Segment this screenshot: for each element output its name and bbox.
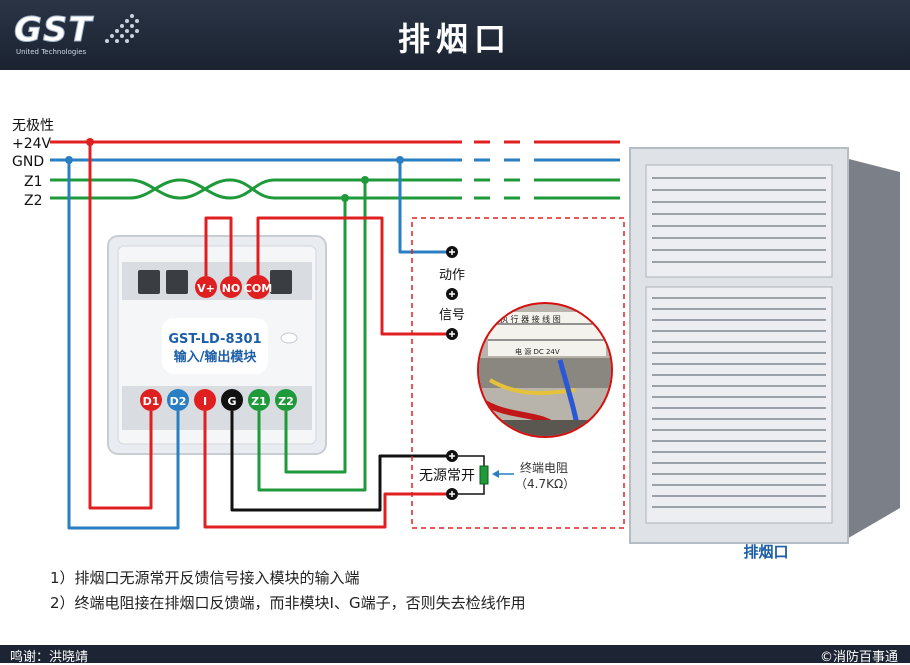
terminal-com[interactable]: COM (244, 275, 272, 299)
terminal-resistor (479, 465, 489, 485)
io-module: GST-LD-8301 输入/输出模块 (107, 235, 327, 455)
device-action-label: 动作 (439, 268, 465, 283)
page-title: 排烟口 (397, 20, 512, 58)
wire-i-feedback (203, 411, 450, 529)
footer-credit: 鸣谢：洪晓靖 (10, 650, 89, 665)
gst-logo: GST United Technologies (14, 10, 139, 58)
wiring-photo-inset: 执 行 器 接 线 图 电 源 DC 24V (477, 302, 613, 438)
label-z1: Z1 (24, 174, 43, 190)
resistor-label: 终端电阻 (520, 460, 568, 475)
footer-bar: 鸣谢：洪晓靖 ©消防百事通 (0, 645, 910, 665)
header-bar: GST United Technologies 排烟口 (0, 0, 910, 70)
device-signal-label: 信号 (439, 308, 465, 323)
terminal-v-plus-label: V+ (197, 282, 215, 295)
note-2: 2）终端电阻接在排烟口反馈端，而非模块I、G端子，否则失去检线作用 (50, 594, 526, 612)
terminal-z1[interactable]: Z1 (248, 389, 270, 411)
device-terminal-action[interactable] (446, 246, 458, 258)
device-terminal-mid[interactable] (446, 288, 458, 300)
wiring-diagram: 无极性 +24V GND Z1 Z2 (12, 118, 900, 561)
logo-text: GST (14, 10, 93, 51)
terminal-z2[interactable]: Z2 (275, 389, 297, 411)
terminal-g[interactable]: G (221, 389, 243, 411)
wire-g-feedback (230, 411, 450, 512)
terminal-no[interactable]: NO (220, 276, 242, 298)
device-terminal-signal[interactable] (446, 328, 458, 340)
module-name: 输入/输出模块 (174, 349, 258, 365)
device-terminal-nc-bottom[interactable] (446, 488, 458, 500)
label-nonpolar: 无极性 (12, 118, 54, 134)
label-z2: Z2 (24, 193, 43, 209)
terminal-z1-label: Z1 (251, 395, 267, 408)
footer-copyright: ©消防百事通 (819, 650, 898, 665)
terminal-g-label: G (227, 395, 236, 408)
arrow-left-icon (492, 470, 499, 478)
terminal-d2[interactable]: D2 (167, 389, 189, 411)
label-24v: +24V (12, 136, 52, 152)
wire-gnd-action (398, 160, 450, 254)
bus-z2 (50, 178, 620, 200)
device-nc-label: 无源常开 (419, 468, 475, 484)
label-gnd: GND (12, 154, 44, 170)
photo-caption-2: 电 源 DC 24V (515, 347, 560, 356)
terminal-i[interactable]: I (194, 389, 216, 411)
wire-z2 (284, 198, 347, 474)
smoke-vent-image (629, 147, 900, 544)
device-terminal-nc-top[interactable] (446, 450, 458, 462)
bus-z1 (50, 178, 620, 200)
photo-caption-1: 执 行 器 接 线 图 (500, 314, 561, 324)
note-1: 1）排烟口无源常开反馈信号接入模块的输入端 (50, 569, 360, 587)
resistor-value: （4.7KΩ） (515, 477, 575, 491)
terminal-z2-label: Z2 (278, 395, 294, 408)
module-model: GST-LD-8301 (168, 332, 261, 347)
wire-gnd-d2 (67, 160, 180, 530)
logo-subtitle: United Technologies (16, 48, 87, 56)
resistor-leads (458, 455, 485, 495)
terminal-d1-label: D1 (143, 395, 160, 408)
terminal-com-label: COM (244, 282, 272, 295)
wire-com-signal (256, 216, 450, 336)
wire-vplus-no (204, 216, 233, 276)
terminal-d1[interactable]: D1 (140, 389, 162, 411)
terminal-d2-label: D2 (170, 395, 187, 408)
wire-24v-d1 (88, 142, 153, 510)
terminal-i-label: I (203, 395, 207, 408)
terminal-no-label: NO (222, 282, 241, 295)
vent-label: 排烟口 (743, 543, 788, 561)
wire-z1 (257, 180, 367, 492)
logo-dots-icon (105, 14, 139, 43)
terminal-v-plus[interactable]: V+ (195, 276, 217, 298)
